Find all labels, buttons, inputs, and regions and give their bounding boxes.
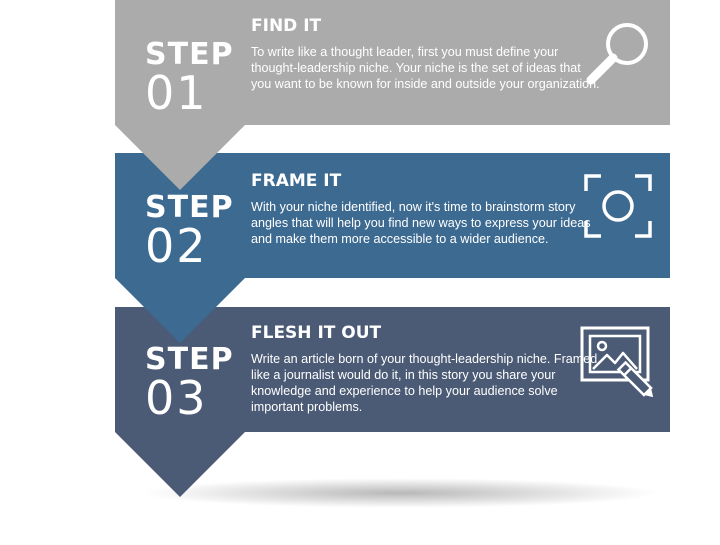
step-01-body: To write like a thought leader, first yo… [251,45,600,91]
step-02-body: With your niche identified, now it's tim… [251,200,591,246]
step-03-panel: STEP 03 FLESH IT OUT Write an article bo… [115,307,670,497]
step-02-background [115,153,670,343]
step-02-word: STEP [145,190,234,225]
step-03-background [115,307,670,497]
step-01-number: 01 [145,66,208,120]
step-02-title: FRAME IT [251,171,342,191]
bottom-shadow [140,478,660,508]
step-01-word: STEP [145,37,234,72]
step-03-title: FLESH IT OUT [251,323,382,343]
step-01-panel: STEP 01 FIND IT To write like a thought … [115,0,670,190]
step-01-background [115,0,670,190]
step-02-number: 02 [145,219,208,273]
step-03-word: STEP [145,342,234,377]
step-03-body: Write an article born of your thought-le… [251,352,598,414]
camera-frame-icon [584,174,652,238]
step-02-panel: STEP 02 FRAME IT With your niche identif… [115,153,670,343]
step-01-title: FIND IT [251,16,322,36]
image-edit-icon [580,326,654,397]
step-03-number: 03 [145,371,208,425]
magnifier-icon [586,23,648,85]
